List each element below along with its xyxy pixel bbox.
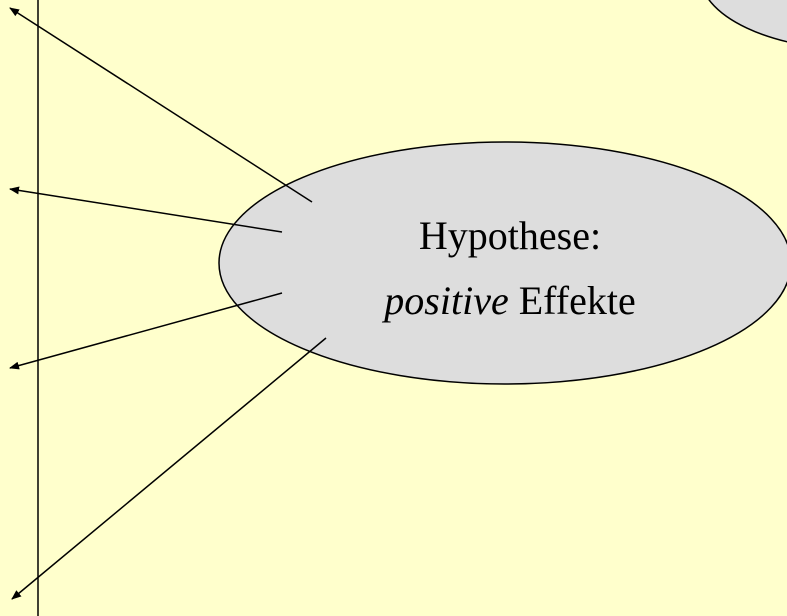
hypothesis-ellipse <box>218 141 787 385</box>
arrow-top <box>9 7 313 203</box>
hypothesis-label-effekte: Effekte <box>508 278 636 323</box>
hypothesis-label-positive: positive <box>384 278 509 323</box>
top-right-ellipse <box>708 0 787 43</box>
hypothesis-label-line1: Hypothese: <box>418 213 602 258</box>
arrow-upper-middle <box>9 186 283 233</box>
arrow-bottom <box>11 337 327 600</box>
arrow-lower-middle <box>9 292 283 370</box>
hypothesis-label-line2: positive Effekte <box>300 277 720 325</box>
